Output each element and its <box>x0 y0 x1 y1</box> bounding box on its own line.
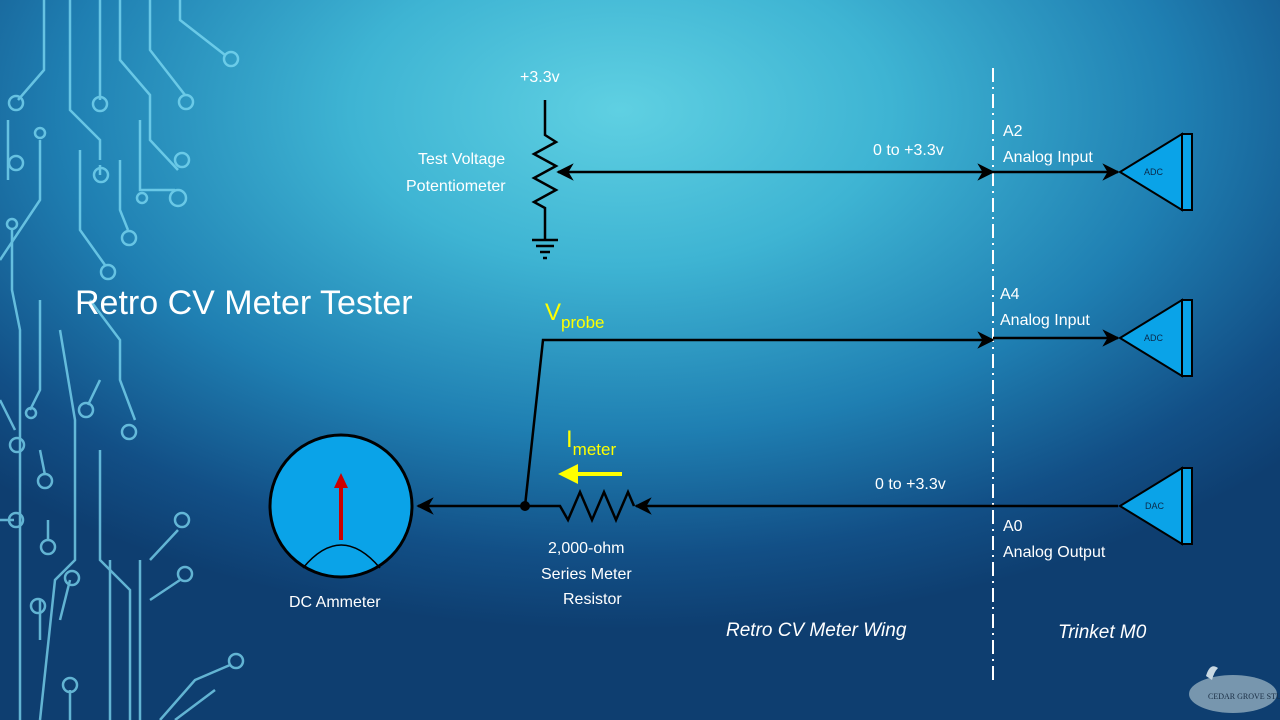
trinket-region-label: Trinket M0 <box>1058 622 1147 643</box>
resistor-label-line1: 2,000-ohm <box>548 540 625 557</box>
pot-label-line2: Potentiometer <box>406 178 506 195</box>
vprobe-label: Vprobe <box>545 299 605 332</box>
resistor-label-line3: Resistor <box>563 591 622 608</box>
pin-a0-label: A0 <box>1003 518 1023 535</box>
adc-block-a2: ADC <box>1118 132 1193 212</box>
supply-label: +3.3v <box>520 69 560 86</box>
pot-label-line1: Test Voltage <box>418 151 505 168</box>
adc-a4-text: ADC <box>1144 333 1164 343</box>
imeter-label: Imeter <box>566 426 616 459</box>
dc-ammeter-symbol <box>268 433 414 579</box>
wing-region-label: Retro CV Meter Wing <box>726 620 907 641</box>
range-label-bottom: 0 to +3.3v <box>875 476 946 493</box>
adc-a2-text: ADC <box>1144 167 1164 177</box>
pin-a2-desc: Analog Input <box>1003 149 1093 166</box>
dac-block-a0: DAC <box>1118 466 1193 546</box>
series-resistor-symbol <box>525 488 636 524</box>
slide-title: Retro CV Meter Tester <box>75 284 413 322</box>
logo-text: CEDAR GROVE STUDIOS <box>1208 692 1280 701</box>
pin-a0-desc: Analog Output <box>1003 544 1106 561</box>
current-direction-arrow <box>558 464 622 484</box>
range-label-top: 0 to +3.3v <box>873 142 944 159</box>
pin-a4-label: A4 <box>1000 286 1020 303</box>
resistor-label-line2: Series Meter <box>541 566 632 583</box>
pin-a4-desc: Analog Input <box>1000 312 1090 329</box>
ammeter-label: DC Ammeter <box>289 594 381 611</box>
circuit-trace-decoration <box>0 0 245 720</box>
vprobe-wire <box>523 331 995 507</box>
pin-a2-label: A2 <box>1003 123 1023 140</box>
potentiometer-symbol <box>531 100 559 260</box>
adc-block-a4: ADC <box>1118 298 1193 378</box>
dac-a0-text: DAC <box>1145 501 1165 511</box>
cedar-grove-logo: CEDAR GROVE STUDIOS <box>1189 666 1280 713</box>
